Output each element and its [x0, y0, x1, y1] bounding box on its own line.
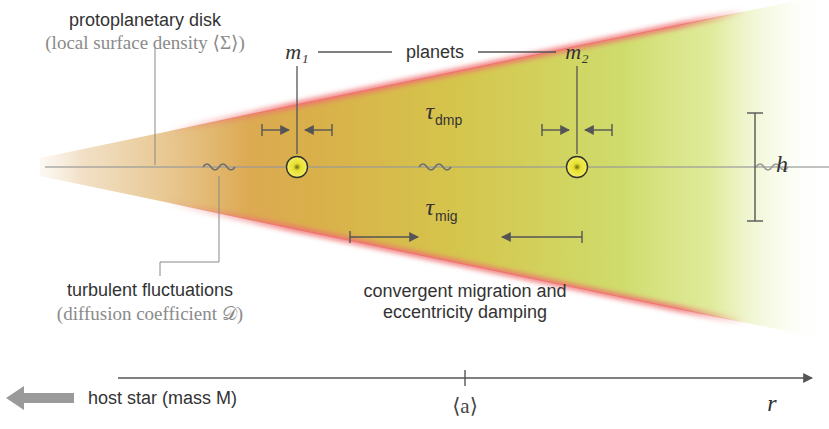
timescale-symbol: τ: [425, 194, 434, 222]
scale-height: h: [776, 151, 788, 179]
timescale-subscript: mig: [435, 208, 458, 224]
axis-label: r: [767, 390, 776, 418]
group-label: planets: [406, 42, 464, 63]
disk-label: protoplanetary disk: [69, 10, 221, 31]
timescale-symbol: τ: [425, 98, 434, 126]
planet-mass: m₁: [285, 39, 309, 65]
star-label: host star (mass M): [88, 388, 237, 409]
axis-tick-label: ⟨a⟩: [452, 394, 478, 418]
turbulence-note: (diffusion coefficient 𝒟): [57, 303, 243, 325]
timescale-subscript: dmp: [435, 112, 462, 128]
turbulence-label: turbulent fluctuations: [67, 280, 233, 301]
process-note: convergent migration and eccentricity da…: [340, 281, 590, 322]
planet-mass: m₂: [565, 39, 589, 65]
planet: m₁: [285, 155, 309, 179]
planet-disc: [565, 155, 589, 179]
planet-disc: [285, 155, 309, 179]
planet: m₂: [565, 155, 589, 179]
disk-note: (local surface density ⟨Σ⟩): [45, 32, 244, 54]
